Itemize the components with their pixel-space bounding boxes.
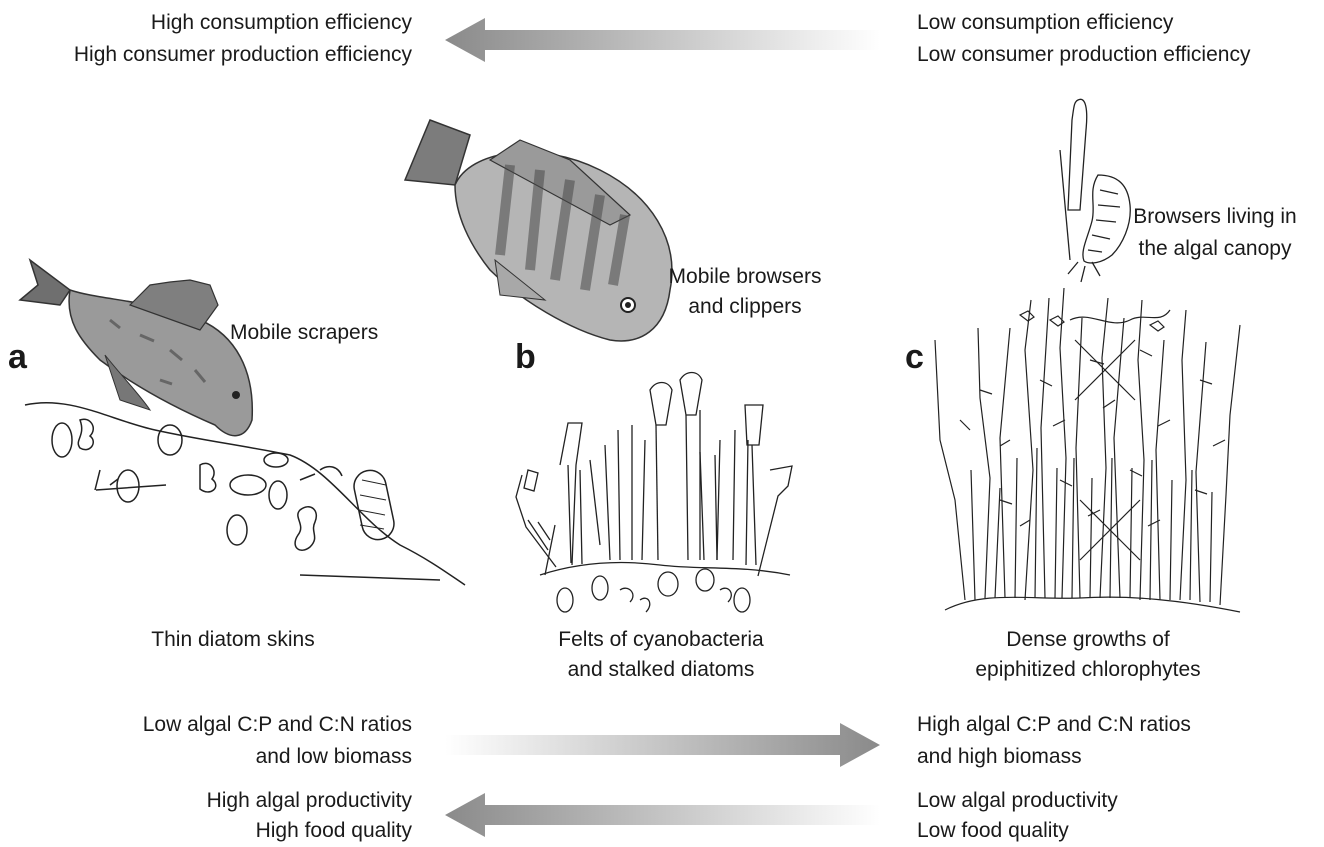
top-right-line2: Low consumer production efficiency — [917, 40, 1250, 70]
arrow-top-left — [445, 18, 880, 62]
panel-letter-b: b — [515, 340, 536, 374]
ratio-left-line2: and low biomass — [256, 742, 412, 772]
label-felts-1: Felts of cyanobacteria — [558, 625, 763, 655]
felt-b — [516, 373, 792, 613]
prod-right-line2: Low food quality — [917, 816, 1069, 846]
algae-icon — [935, 288, 1240, 612]
top-right-line1: Low consumption efficiency — [917, 8, 1173, 38]
ratio-right-line2: and high biomass — [917, 742, 1082, 772]
fish-icon — [20, 260, 252, 436]
arrow-productivity-left — [445, 793, 880, 837]
top-left-line2: High consumer production efficiency — [74, 40, 412, 70]
label-dense-growths-2: epiphitized chlorophytes — [975, 655, 1200, 685]
label-mobile-browsers-1: Mobile browsers — [669, 262, 822, 292]
label-mobile-browsers-2: and clippers — [688, 292, 801, 322]
label-mobile-scrapers: Mobile scrapers — [230, 318, 378, 348]
label-browsers-canopy-2: the algal canopy — [1139, 234, 1292, 264]
panel-letter-a: a — [8, 340, 27, 374]
label-thin-diatom-skins: Thin diatom skins — [151, 625, 314, 655]
label-dense-growths-1: Dense growths of — [1006, 625, 1169, 655]
arrow-ratio-right — [445, 723, 880, 767]
prod-right-line1: Low algal productivity — [917, 786, 1118, 816]
prod-left-line1: High algal productivity — [207, 786, 412, 816]
label-browsers-canopy-1: Browsers living in — [1133, 202, 1296, 232]
amphipod-icon — [1060, 99, 1130, 282]
panel-letter-c: c — [905, 340, 924, 374]
label-felts-2: and stalked diatoms — [568, 655, 755, 685]
prod-left-line2: High food quality — [256, 816, 412, 846]
ratio-right-line1: High algal C:P and C:N ratios — [917, 710, 1191, 740]
top-left-line1: High consumption efficiency — [151, 8, 412, 38]
cichlid-icon — [405, 120, 672, 341]
ratio-left-line1: Low algal C:P and C:N ratios — [143, 710, 412, 740]
